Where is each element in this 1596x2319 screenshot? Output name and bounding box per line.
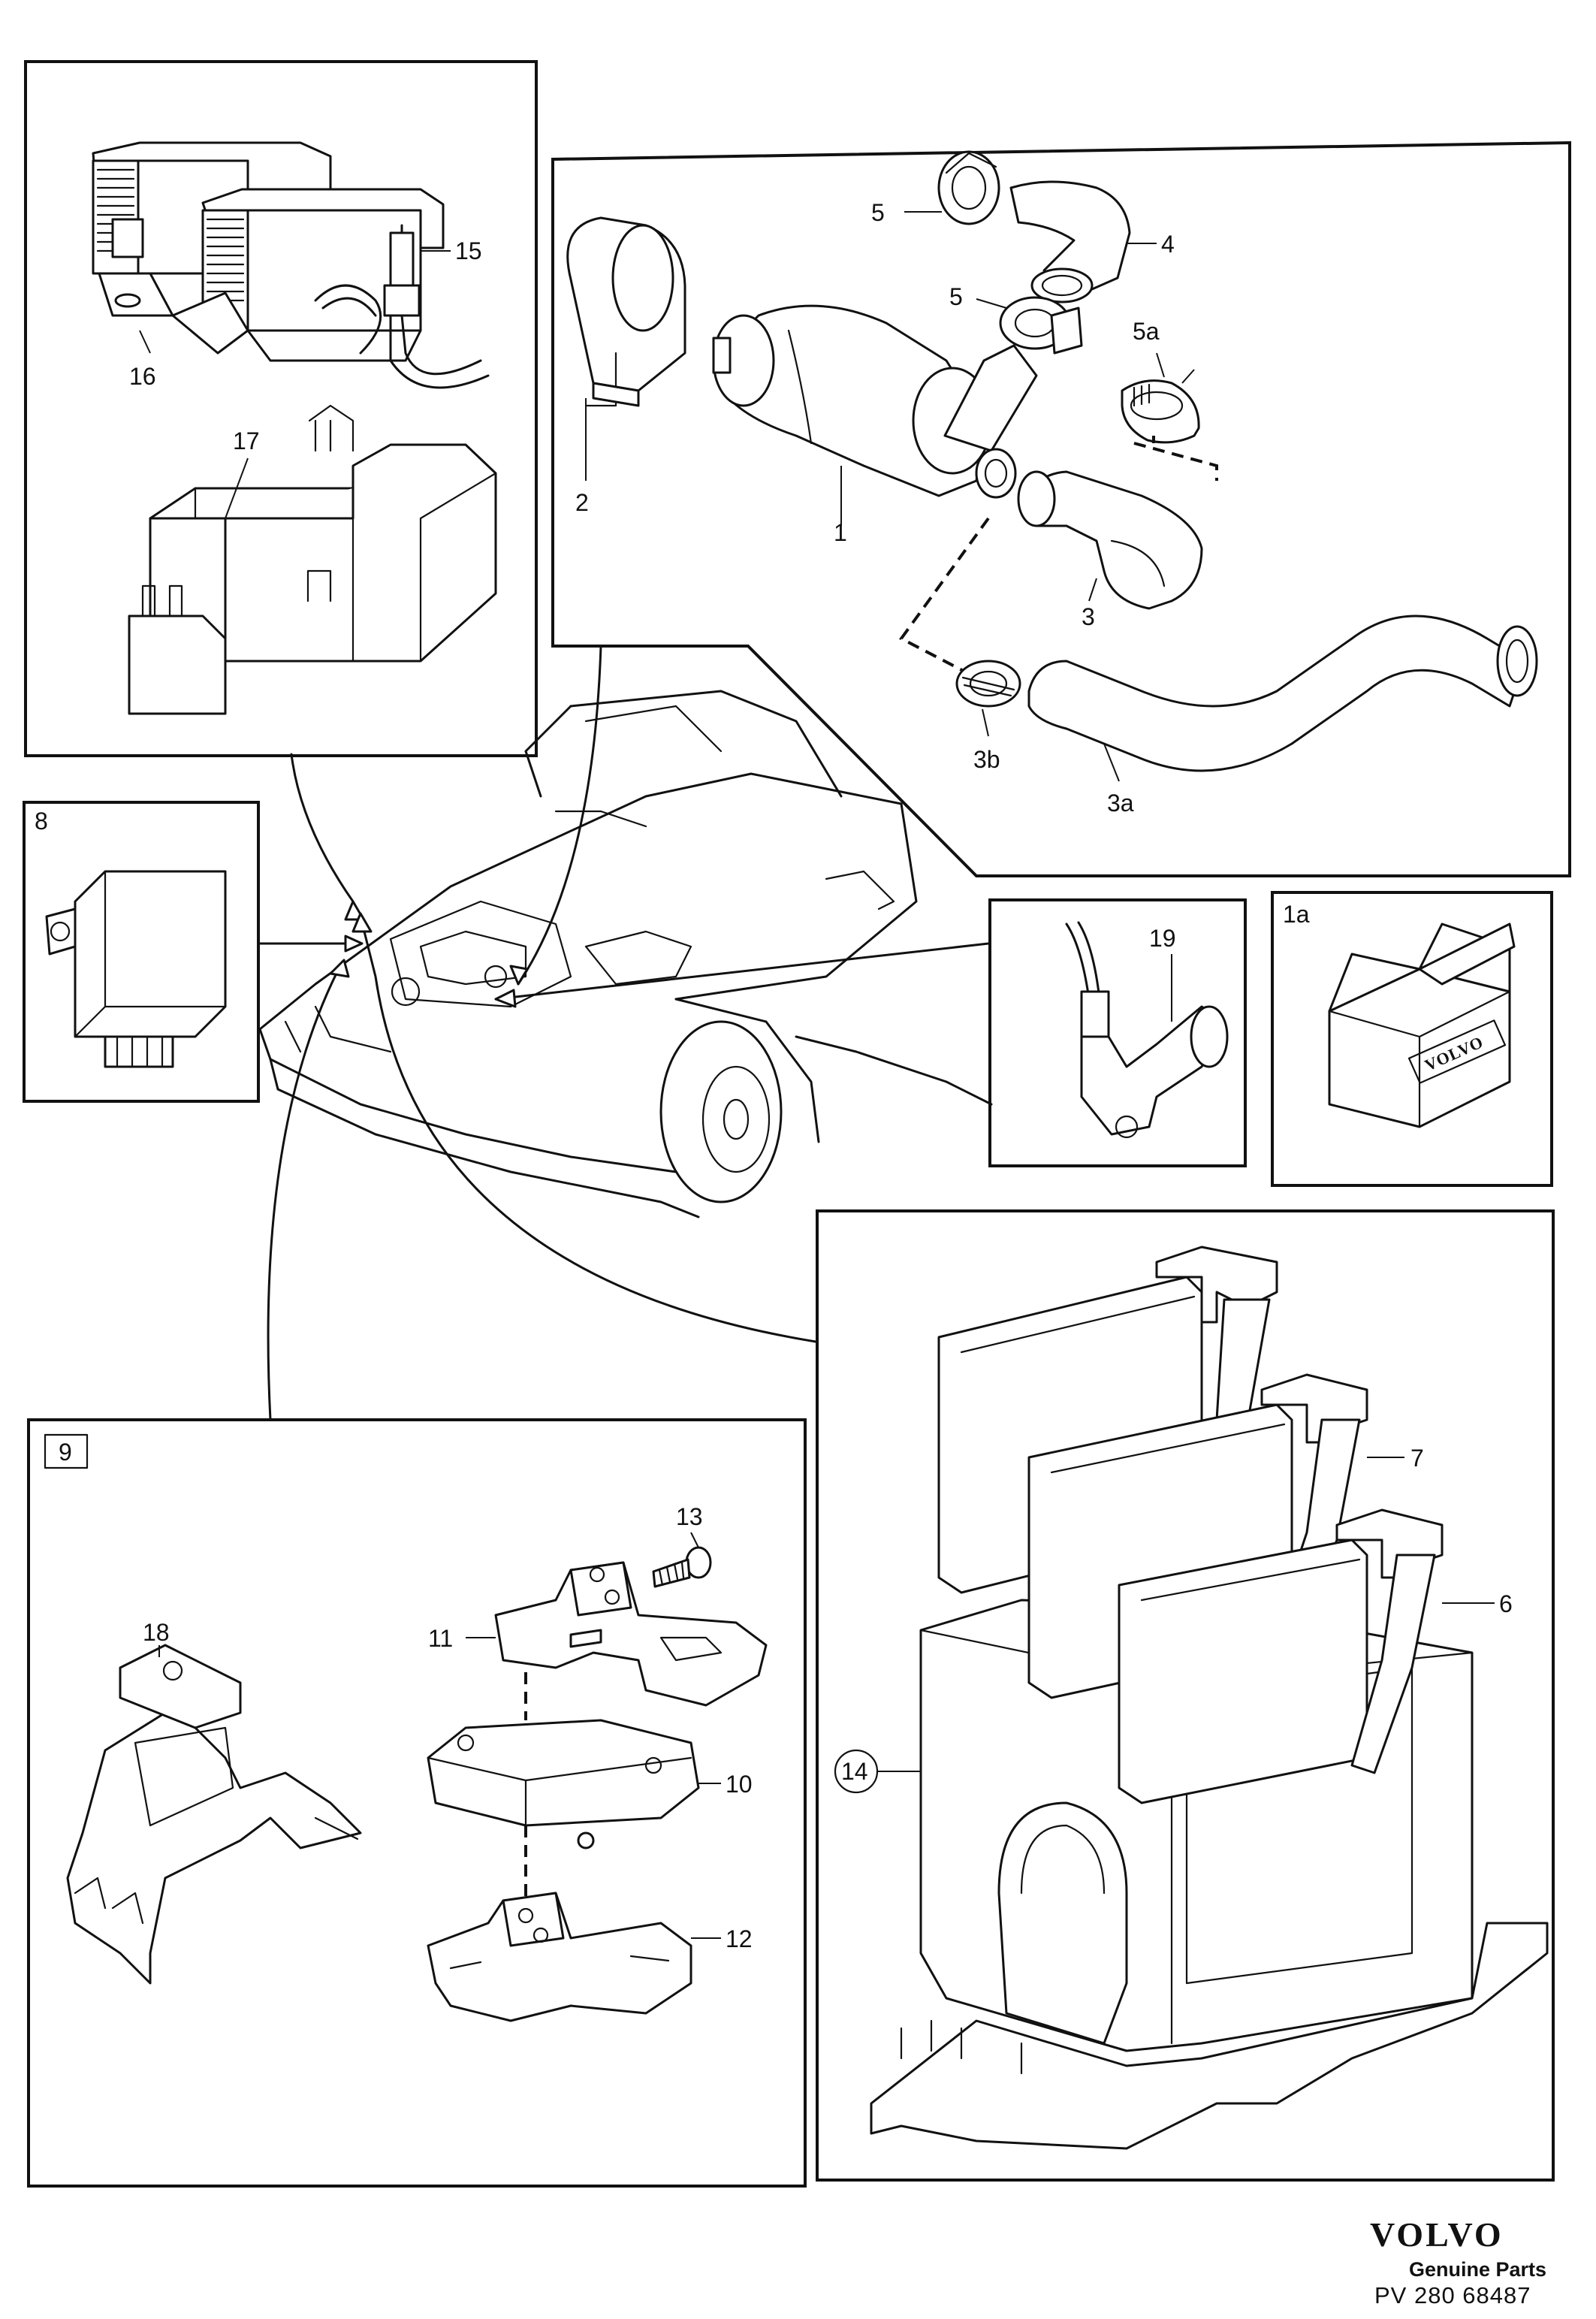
frame-pump-assembly (551, 140, 1571, 877)
secondary-air-pump-1 (712, 304, 1038, 499)
frame-control-unit-8 (23, 801, 260, 1103)
leader-5a-b (1181, 369, 1195, 384)
callout-5a: 5a (1133, 318, 1160, 345)
callout-2: 2 (575, 489, 589, 516)
screw-13 (652, 1546, 712, 1588)
callout-9: 9 (59, 1439, 72, 1466)
callout-3: 3 (1082, 603, 1095, 630)
hose-3a (1027, 614, 1538, 772)
callout-3a: 3a (1107, 790, 1134, 817)
callout-15: 15 (455, 237, 482, 264)
leader-16 (139, 330, 151, 354)
footer-logo: VOLVO Genuine Parts PV 280 68487 (1370, 2215, 1546, 2308)
callout-11: 11 (428, 1625, 453, 1652)
callout-13: 13 (676, 1503, 703, 1530)
sensor-19 (1065, 921, 1229, 1139)
bracket-12 (427, 1892, 692, 2022)
dashed-link-5a (1133, 436, 1218, 481)
callout-1a: 1a (1283, 901, 1310, 928)
hose-clamp-5a (1121, 379, 1200, 444)
hose-clamp-5-mid (999, 296, 1083, 355)
callout-5-top: 5 (871, 199, 885, 226)
frame-bracket-kit-9 (27, 1418, 807, 2188)
bracket-18 (66, 1644, 362, 1985)
callout-19: 19 (1149, 925, 1176, 952)
callout-10: 10 (726, 1771, 753, 1798)
package-box-1a: VOLVO (1328, 922, 1516, 1128)
relay-unit-16 (92, 141, 445, 362)
callout-18: 18 (143, 1619, 170, 1646)
leader-5-mid (976, 298, 1007, 309)
footer-subtitle: Genuine Parts (1409, 2258, 1546, 2281)
relay-holder-17 (128, 404, 497, 715)
callout-17: 17 (233, 427, 260, 454)
control-unit-10 (427, 1719, 700, 1849)
callout-14: 14 (841, 1758, 868, 1785)
frame-relay-box (24, 60, 538, 757)
leader-3b (982, 708, 989, 737)
callout-7: 7 (1410, 1445, 1424, 1472)
leader-13 (690, 1532, 699, 1548)
callout-1: 1 (834, 519, 847, 546)
callout-8: 8 (35, 808, 48, 835)
frame-ecu-holder-14 (816, 1209, 1555, 2182)
control-unit-8 (45, 870, 227, 1068)
callout-4: 4 (1161, 231, 1175, 258)
leader-3a (1103, 743, 1120, 782)
callout-3b: 3b (973, 746, 1000, 773)
callout-9-box (44, 1433, 89, 1469)
frame-sensor-19 (988, 898, 1247, 1167)
hose-3 (1017, 470, 1203, 610)
footer-brand: VOLVO (1370, 2215, 1504, 2254)
leader-5a (1156, 352, 1165, 378)
frame-package-1a (1271, 891, 1553, 1187)
leader-17 (225, 457, 249, 519)
callout-5-mid: 5 (949, 283, 963, 310)
hose-clamp-3b (955, 660, 1021, 708)
bracket-11 (494, 1561, 768, 1707)
ecu-module-6 (1118, 1508, 1444, 1804)
footer-reference: PV 280 68487 (1374, 2282, 1531, 2308)
callout-12: 12 (726, 1925, 753, 1952)
hose-4 (1009, 180, 1131, 303)
temperature-sensor-15 (314, 224, 490, 389)
leader-3 (1088, 578, 1097, 602)
car-engine-bay (258, 690, 993, 1218)
callout-6: 6 (1499, 1590, 1513, 1617)
rubber-mount-2 (566, 216, 686, 407)
hose-clamp-5-top (937, 150, 1000, 225)
connector-lines (257, 645, 990, 1421)
callout-16: 16 (129, 363, 156, 390)
dashed-link-3b (899, 517, 990, 678)
